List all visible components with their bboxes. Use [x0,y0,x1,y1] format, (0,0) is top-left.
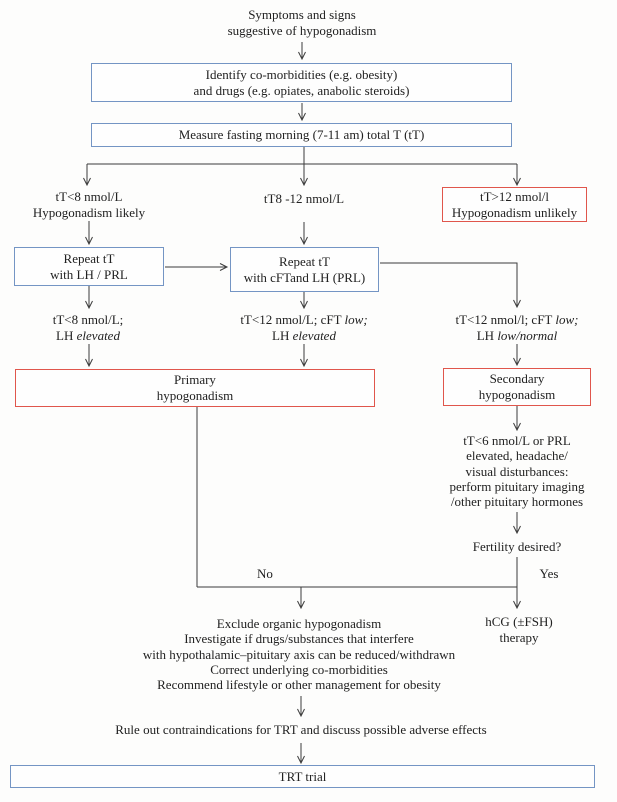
no-branch-line2: Investigate if drugs/substances that int… [184,631,414,647]
hcg-line1: hCG (±FSH) [485,614,553,629]
pituitary-line3: visual disturbances: [465,463,569,479]
hcg-line2: therapy [499,630,539,645]
pituitary-note: tT<6 nmol/L or PRL elevated, headache/ v… [437,433,597,509]
branch-high-line2: Hypogonadism unlikely [451,204,578,220]
branch-high-line1: tT>12 nmol/l [479,189,550,204]
no-label: No [257,566,273,581]
trt-text: TRT trial [278,768,327,784]
branch-mid-label: tT8 -12 nmol/L [229,191,379,207]
pituitary-line4: perform pituitary imaging [449,478,585,494]
repeat-tt-lh-prl-box: Repeat tT with LH / PRL [14,247,164,286]
pituitary-line1: tT<6 nmol/L or PRL [463,433,571,448]
repeat-left-line1: Repeat tT [63,250,115,266]
identify-line1: Identify co-morbidities (e.g. obesity) [205,66,398,82]
identify-line2: and drugs (e.g. opiates, anabolic steroi… [193,82,410,98]
start-node-line1: Symptoms and signs [248,7,356,22]
trt-trial-box: TRT trial [10,765,595,788]
arrow-repeatmid-to-criteriaright [380,262,521,309]
branch-low-line1: tT<8 nmol/L [55,189,123,204]
criteria-mid-line2: LH elevated [272,327,336,343]
criteria-right-label: tT<12 nmol/l; cFT low; LH low/normal [427,312,607,343]
branch-low-line2: Hypogonadism likely [32,204,146,220]
primary-hypogonadism-box: Primary hypogonadism [15,369,375,407]
repeat-mid-line1: Repeat tT [279,253,330,269]
criteria-left-label: tT<8 nmol/L; LH elevated [13,312,163,343]
primary-line2: hypogonadism [156,388,234,403]
rule-out-label: Rule out contraindications for TRT and d… [115,722,487,737]
secondary-line1: Secondary [489,371,545,386]
criteria-right-line1: tT<12 nmol/l; cFT low; [455,312,579,327]
criteria-mid-line1: tT<12 nmol/L; cFT low; [240,312,368,327]
no-branch-line1: Exclude organic hypogonadism [216,616,382,631]
fertility-question: Fertility desired? [472,539,562,554]
branch-mid-text: tT8 -12 nmol/L [263,191,345,206]
secondary-line2: hypogonadism [478,387,556,402]
criteria-mid-label: tT<12 nmol/L; cFT low; LH elevated [214,312,394,343]
pituitary-line2: elevated, headache/ [466,448,568,464]
no-branch-actions: Exclude organic hypogonadism Investigate… [89,616,509,692]
repeat-tt-cft-lh-box: Repeat tT with cFTand LH (PRL) [230,247,379,292]
pituitary-line5: /other pituitary hormones [450,494,584,510]
branch-low-label: tT<8 nmol/L Hypogonadism likely [14,189,164,220]
repeat-mid-line2: with cFTand LH (PRL) [243,269,366,285]
criteria-left-line1: tT<8 nmol/L; [52,312,124,327]
secondary-hypogonadism-box: Secondary hypogonadism [443,368,591,406]
criteria-right-line2: LH low/normal [476,327,558,343]
no-branch-line4: Correct underlying co-morbidities [210,661,388,677]
hypogonadism-unlikely-box: tT>12 nmol/l Hypogonadism unlikely [442,187,587,222]
no-branch-line3: with hypothalamic–pituitary axis can be … [142,646,456,662]
repeat-left-line2: with LH / PRL [50,266,128,282]
measure-total-t-box: Measure fasting morning (7-11 am) total … [91,123,512,147]
yes-label: Yes [539,566,559,581]
criteria-left-line2: LH elevated [56,327,120,343]
primary-line1: Primary [174,372,216,387]
measure-text: Measure fasting morning (7-11 am) total … [178,127,425,142]
identify-comorbidities-box: Identify co-morbidities (e.g. obesity) a… [91,63,512,102]
start-node: Symptoms and signs suggestive of hypogon… [177,7,427,39]
start-node-line2: suggestive of hypogonadism [227,23,377,38]
hcg-therapy-label: hCG (±FSH) therapy [459,614,579,646]
no-branch-line5: Recommend lifestyle or other management … [157,677,441,693]
